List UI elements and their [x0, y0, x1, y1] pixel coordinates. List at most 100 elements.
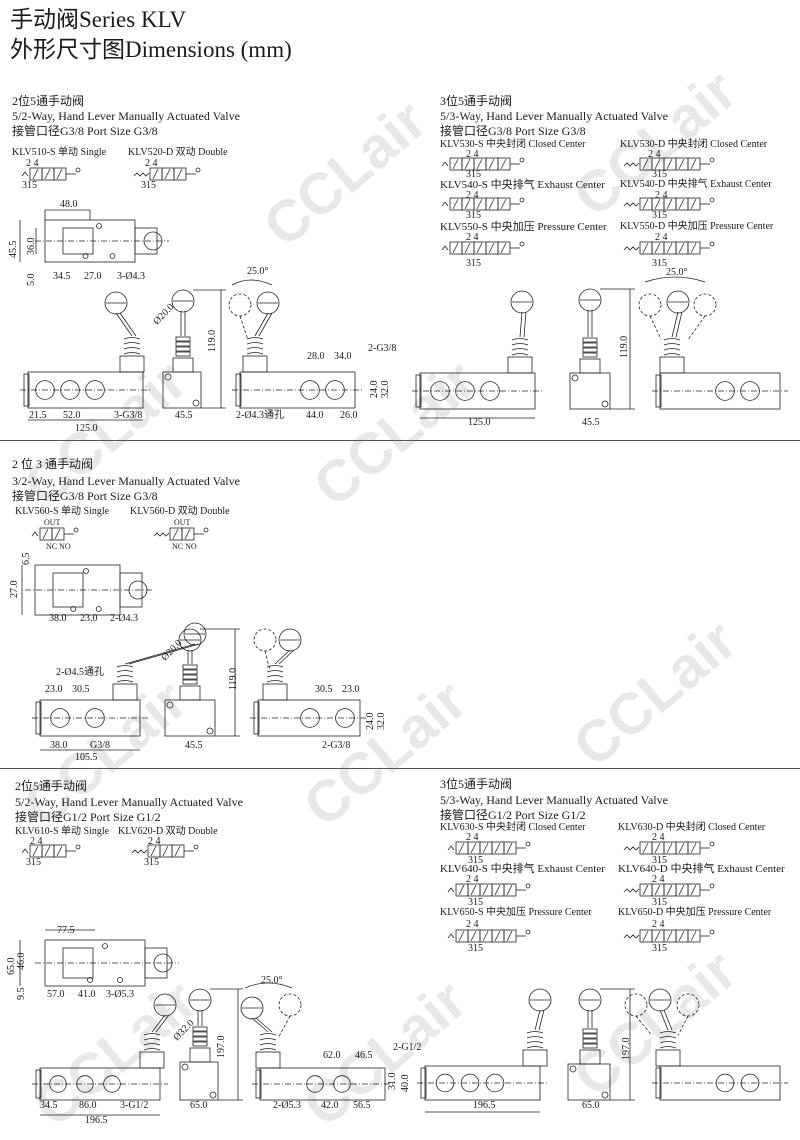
symbol-cell [171, 844, 185, 858]
flow-arrow [176, 168, 183, 180]
lever-bellows [123, 352, 141, 355]
flow-arrow [482, 884, 489, 896]
symbol-cell [663, 241, 677, 255]
flow-arrow [500, 158, 507, 170]
symbol-cell [497, 241, 511, 255]
symbol-cell [41, 167, 55, 181]
port-numbers-top: 2 4 [30, 836, 43, 847]
flow-arrow [690, 842, 697, 854]
model-label: KLV550-D 中央加压 Pressure Center [620, 221, 774, 232]
section-heading-en: 5/3-Way, Hand Lever Manually Actuated Va… [440, 793, 668, 807]
lever-bellows [192, 1036, 208, 1042]
lever-actuator [709, 841, 715, 847]
flow-arrow [642, 884, 649, 896]
port-numbers-top: 2 4 [466, 190, 479, 201]
dimension-label: 42.0 [321, 1100, 339, 1111]
dimension-label: 46.0 [16, 952, 27, 971]
flow-arrow [464, 158, 471, 170]
port-circle [103, 1075, 121, 1093]
mounting-hole [601, 400, 609, 408]
port-numbers-top: 2 4 [466, 919, 479, 930]
port-numbers-bottom: 315 [141, 180, 156, 191]
out-port-label: OUT [44, 518, 61, 527]
section-heading-en: 5/2-Way, Hand Lever Manually Actuated Va… [15, 795, 243, 809]
model-label: KLV530-S 中央封闭 Closed Center [440, 139, 586, 150]
dimension-label: 26.0 [340, 410, 358, 421]
lever-bellows [266, 670, 284, 673]
valve-symbol-klv510-s [21, 167, 81, 181]
symbol-cell [687, 929, 701, 943]
inner-detail [62, 227, 94, 255]
flow-arrow [494, 930, 501, 942]
inner-detail [62, 947, 94, 979]
lever-base [507, 356, 533, 374]
lever-shaft [519, 311, 523, 338]
port-numbers-top: 2 4 [466, 874, 479, 885]
flow-arrow [482, 842, 489, 854]
symbol-cell [461, 241, 475, 255]
lever-bellows [511, 348, 529, 351]
valve-body [179, 1061, 219, 1101]
symbol-cell [467, 883, 481, 897]
valve-symbol-klv560-d [153, 527, 209, 541]
lever-alt-position [635, 1015, 653, 1036]
lever-base [579, 358, 601, 374]
symbol-cell [651, 841, 665, 855]
port-numbers-bottom: 315 [652, 855, 667, 866]
section-heading-cn: 2位5通手动阀 [12, 94, 85, 108]
dimension-label: 125.0 [468, 417, 491, 428]
flow-arrow [666, 198, 673, 210]
port-circle [60, 380, 80, 400]
flow-arrow [642, 930, 649, 942]
lever-base [112, 683, 138, 701]
lever-bellows [143, 1038, 161, 1041]
flow-arrow [164, 168, 171, 180]
dimension-label: 23.0 [342, 684, 360, 695]
model-label: KLV540-D 中央排气 Exhaust Center [620, 179, 772, 190]
mounting-hole [164, 373, 172, 381]
section-heading-cn: 2位5通手动阀 [15, 779, 88, 793]
port-circle [740, 381, 760, 401]
port-numbers-top: 2 4 [652, 832, 665, 843]
section-divider [0, 440, 800, 441]
symbol-cell [467, 929, 481, 943]
flow-arrow [678, 158, 685, 170]
dimension-label: 56.5 [353, 1100, 371, 1111]
lever-knob [528, 988, 552, 1012]
mounting-hole [109, 253, 116, 259]
dimension-label: 38.0 [50, 740, 68, 751]
lever-bellows [659, 1036, 677, 1039]
flow-arrow [506, 842, 513, 854]
lever-shaft [155, 1014, 170, 1033]
dimension-label: 86.0 [79, 1100, 97, 1111]
port-numbers-top: 2 4 [148, 836, 161, 847]
detent-symbol [623, 846, 640, 851]
model-label: KLV650-D 中央加压 Pressure Center [618, 907, 772, 918]
port-numbers-top: 2 4 [655, 232, 668, 243]
mounting-hole [87, 977, 93, 983]
flow-arrow [654, 930, 661, 942]
symbol-cell [41, 844, 55, 858]
port-circle [76, 1075, 94, 1093]
symbol-cell [455, 841, 469, 855]
port-circle [85, 380, 105, 400]
flow-arrow [470, 842, 477, 854]
dimension-label: 65.0 [190, 1100, 208, 1111]
flow-arrow [470, 930, 477, 942]
section-heading-en: 5/2-Way, Hand Lever Manually Actuated Va… [12, 109, 240, 123]
flow-arrow [642, 242, 649, 254]
symbol-cell [479, 929, 493, 943]
dimension-label: 196.5 [473, 1100, 496, 1111]
flow-arrow [494, 842, 501, 854]
lever-bellows [143, 1048, 161, 1051]
lever-actuator [195, 167, 201, 173]
spring-symbol [21, 848, 29, 854]
lever-bellows [582, 1043, 598, 1049]
mounting-hole [571, 374, 579, 382]
port-numbers-bottom: 315 [26, 857, 41, 868]
lever-base [522, 1049, 548, 1067]
spring-symbol [441, 245, 449, 251]
dimension-label: 30.5 [72, 684, 90, 695]
lever-bellows [175, 336, 191, 342]
